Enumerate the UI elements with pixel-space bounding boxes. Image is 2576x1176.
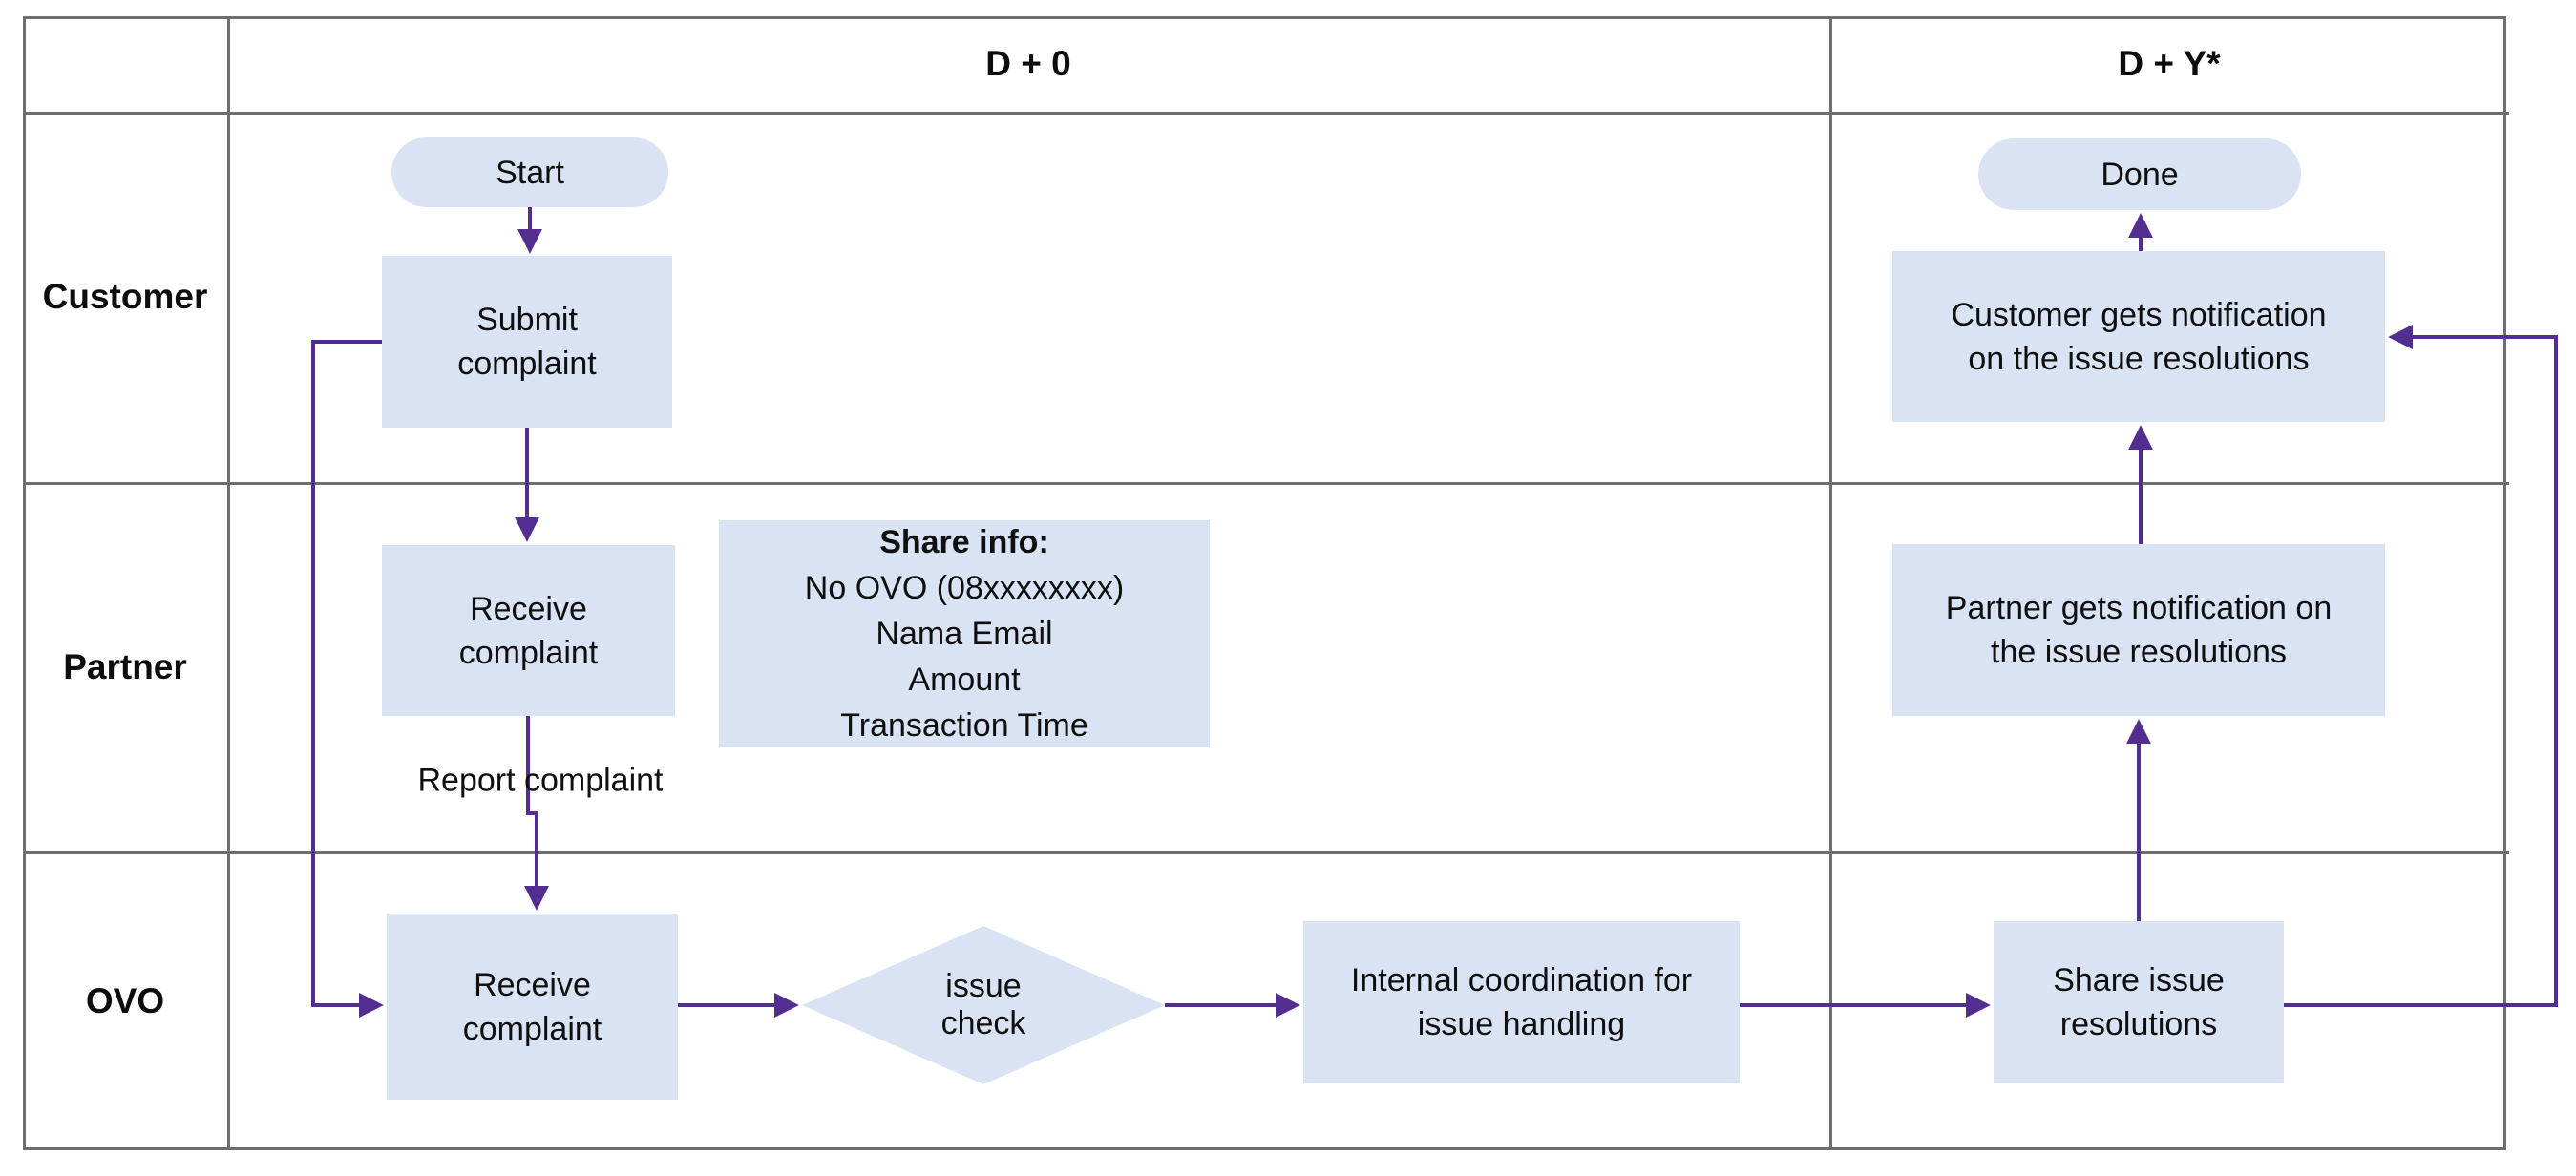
issue-check-diamond xyxy=(802,926,1165,1084)
share-info-line-transaction-time: Transaction Time xyxy=(840,707,1088,744)
connector-submit-to-ovo-receive xyxy=(311,340,384,1018)
grid-horizontal-customer-partner xyxy=(23,482,2509,485)
connector-share-resolutions-to-customer-notification xyxy=(2284,325,2558,1007)
node-share-info: Share info: No OVO (08xxxxxxxx) Nama Ema… xyxy=(719,520,1210,747)
node-start: Start xyxy=(391,137,668,207)
table-outer-border xyxy=(23,16,2506,1150)
share-info-line-amount: Amount xyxy=(908,662,1021,698)
node-submit-complaint: Submit complaint xyxy=(382,256,672,428)
share-info-line-ovo-number: No OVO (08xxxxxxxx) xyxy=(804,570,1125,606)
edge-label-report-complaint: Report complaint xyxy=(417,762,664,799)
grid-horizontal-header-bottom xyxy=(23,112,2509,115)
share-info-line-nama-email: Nama Email xyxy=(876,616,1053,652)
connector-partner-receive-to-ovo-receive xyxy=(524,716,549,911)
lane-label-ovo: OVO xyxy=(85,980,165,1020)
grid-horizontal-partner-ovo xyxy=(23,851,2509,854)
node-share-issue-resolutions: Share issue resolutions xyxy=(1994,921,2284,1083)
share-info-title: Share info: xyxy=(879,524,1049,560)
grid-vertical-lane-label-divider xyxy=(227,16,230,1150)
lane-label-partner: Partner xyxy=(63,646,187,686)
node-done: Done xyxy=(1978,138,2301,210)
column-header-dy: D + Y* xyxy=(2118,44,2221,83)
node-internal-coordination: Internal coordination for issue handling xyxy=(1303,921,1740,1083)
node-partner-gets-notification: Partner gets notification on the issue r… xyxy=(1892,544,2385,716)
lane-label-customer: Customer xyxy=(42,277,208,316)
node-partner-receive-complaint: Receive complaint xyxy=(382,545,675,716)
node-customer-gets-notification: Customer gets notification on the issue … xyxy=(1892,251,2385,422)
column-header-d0: D + 0 xyxy=(985,44,1071,83)
node-issue-check-label: issue check xyxy=(940,968,1026,1041)
grid-vertical-column-divider xyxy=(1829,16,1832,1150)
node-ovo-receive-complaint: Receive complaint xyxy=(387,914,678,1100)
